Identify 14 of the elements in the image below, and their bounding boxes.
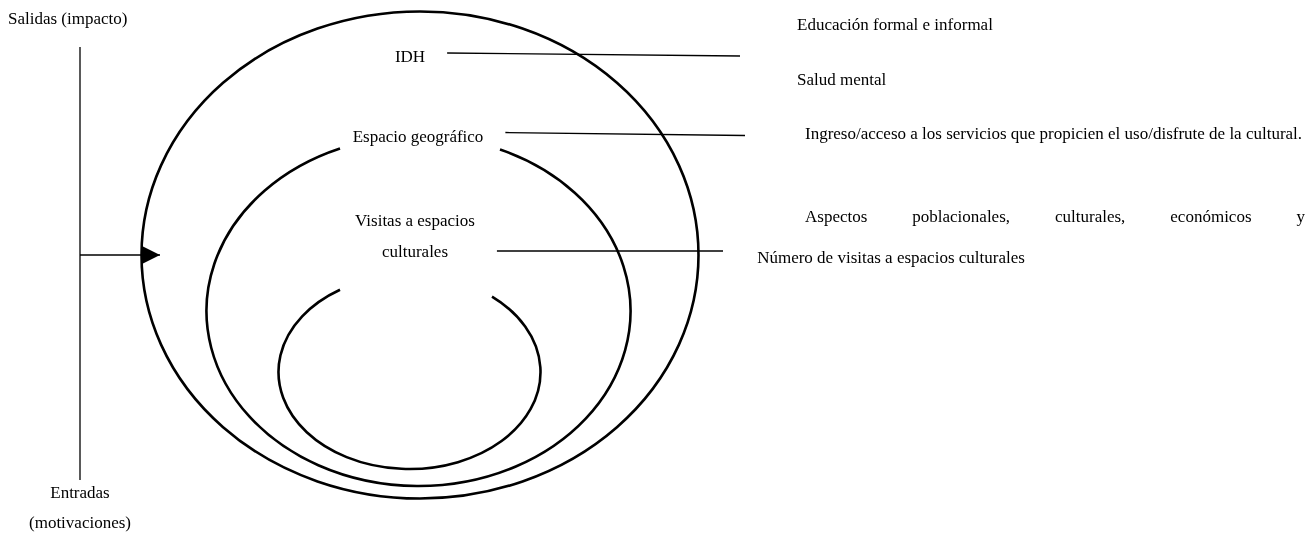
axis-label: Salidas (impacto)	[8, 8, 129, 30]
leader-line	[446, 52, 741, 57]
annotation-text: Aspectos poblacionales, culturales, económicos y	[805, 206, 1305, 228]
axis-label: Entradas (motivaciones)	[28, 482, 132, 534]
circle-label: Espacio geográfico	[351, 126, 485, 148]
annotation-text: Ingreso/acceso a los servicios que propicien el uso/disfrute de la cultural.	[805, 123, 1304, 145]
annotation-text: Salud mental	[797, 69, 888, 91]
circle-label: IDH	[393, 46, 427, 68]
circle-label: Visitas a espacios culturales	[354, 210, 476, 263]
leader-line	[504, 131, 746, 137]
arrow	[79, 246, 161, 264]
annotation-text: Número de visitas a espacios culturales	[756, 247, 1026, 269]
leader-line	[496, 250, 724, 252]
annotation-text: Educación formal e informal	[797, 14, 994, 36]
